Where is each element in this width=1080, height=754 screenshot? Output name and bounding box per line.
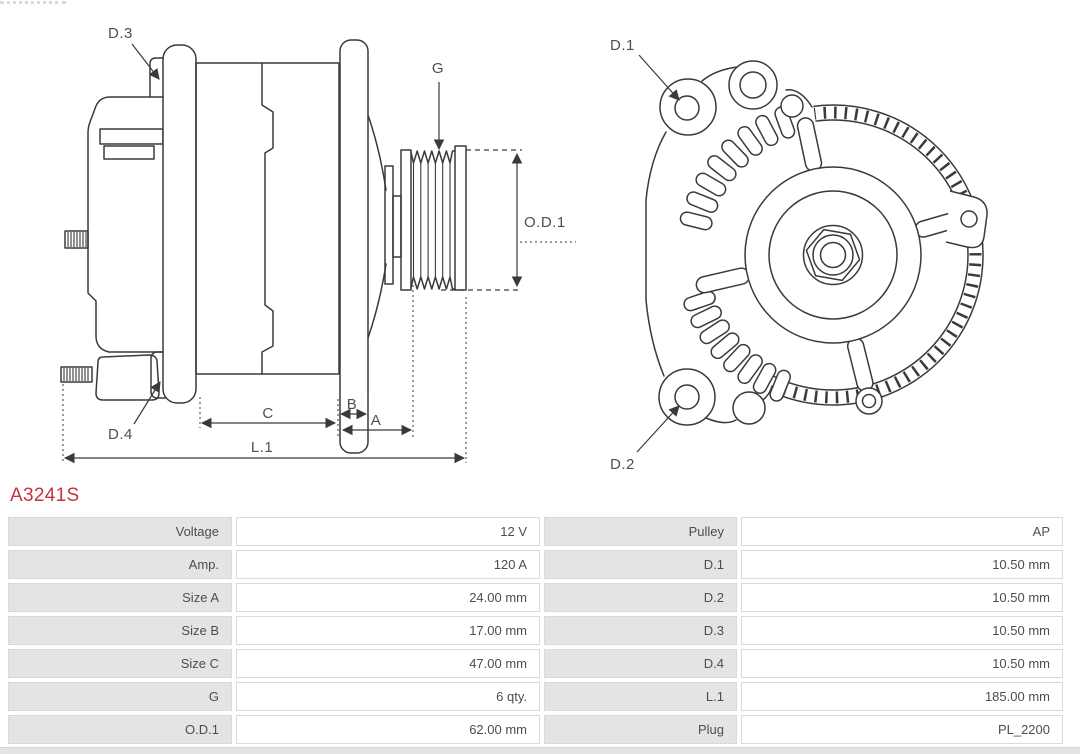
spec-value: 17.00 mm (236, 616, 540, 645)
small-boss (780, 94, 804, 118)
spec-value: PL_2200 (741, 715, 1063, 744)
table-row: Amp. 120 A D.1 10.50 mm (8, 550, 1063, 579)
dim-label-c: C (262, 405, 273, 422)
regulator-boot (95, 354, 160, 401)
hub-circle-inner (802, 224, 864, 286)
spec-value: 24.00 mm (236, 583, 540, 612)
spec-label: D.2 (544, 583, 737, 612)
spec-label: D.4 (544, 649, 737, 678)
extension-lines (62, 285, 467, 463)
dim-label-a: A (371, 412, 382, 429)
rear-housing-step (103, 145, 155, 160)
web-edge (785, 89, 813, 108)
d3-ear (149, 57, 164, 98)
shaft-hex-nut (805, 228, 861, 282)
fan-face (744, 166, 922, 344)
bottom-right-ear (855, 387, 883, 415)
pulley (400, 145, 467, 291)
table-row: G 6 qty. L.1 185.00 mm (8, 682, 1063, 711)
part-number: A3241S (10, 485, 80, 506)
stator-body (195, 62, 340, 375)
cropped-next-section (0, 747, 1080, 754)
web-edge (705, 417, 737, 424)
web-left-edge (645, 131, 667, 377)
d1-leader-arrow (638, 54, 680, 101)
hub-circle (768, 190, 898, 320)
spec-value: 120 A (236, 550, 540, 579)
mounting-hole-d1 (674, 95, 700, 121)
web-edge (701, 66, 738, 82)
front-flange (339, 39, 369, 454)
terminal-stud-b (60, 366, 93, 383)
rear-view-drawing: D.1 D.2 (610, 37, 988, 473)
spec-label: O.D.1 (8, 715, 232, 744)
spec-value: 10.50 mm (741, 616, 1063, 645)
spec-label: Size C (8, 649, 232, 678)
spec-label: D.1 (544, 550, 737, 579)
bracket-web (632, 54, 833, 430)
shaft-spacer (392, 195, 402, 258)
side-view-drawing: G O.D.1 D.3 D.4 C B A L.1 (60, 25, 576, 464)
spec-table: Voltage 12 V Pulley AP Amp. 120 A D.1 10… (8, 517, 1063, 748)
shaft-washer (812, 234, 854, 276)
spec-value: 10.50 mm (741, 649, 1063, 678)
table-row: Voltage 12 V Pulley AP (8, 517, 1063, 546)
nose-cone (367, 263, 387, 339)
spec-label: Size A (8, 583, 232, 612)
spec-label: Amp. (8, 550, 232, 579)
spec-value: 62.00 mm (236, 715, 540, 744)
d4-leader-arrow (133, 381, 161, 425)
terminal-stud (64, 230, 89, 249)
spec-label: Size B (8, 616, 232, 645)
spec-label: Plug (544, 715, 737, 744)
spec-label: L.1 (544, 682, 737, 711)
table-row: Size A 24.00 mm D.2 10.50 mm (8, 583, 1063, 612)
right-ear-hole (960, 210, 978, 228)
dim-label-od1: O.D.1 (524, 214, 566, 231)
vent-slots-upper (679, 106, 796, 231)
spec-value: 47.00 mm (236, 649, 540, 678)
spec-value: 12 V (236, 517, 540, 546)
spec-value: 185.00 mm (741, 682, 1063, 711)
table-row: Size C 47.00 mm D.4 10.50 mm (8, 649, 1063, 678)
spec-value: AP (741, 517, 1063, 546)
table-row: O.D.1 62.00 mm Plug PL_2200 (8, 715, 1063, 744)
top-hole (739, 71, 767, 99)
rear-housing-step (99, 128, 164, 145)
body-seam (261, 62, 274, 375)
mounting-hole-d2 (674, 384, 700, 410)
spec-label: G (8, 682, 232, 711)
vent-slots-lower (683, 290, 792, 402)
dim-label-b: B (347, 396, 358, 413)
spec-label: Pulley (544, 517, 737, 546)
mounting-ear-d2 (658, 368, 716, 426)
rear-housing-outline (87, 96, 164, 353)
dim-label-g: G (432, 60, 444, 77)
dim-label-d4: D.4 (108, 426, 133, 443)
dim-label-l1: L.1 (251, 439, 273, 456)
nose-cone (367, 114, 387, 191)
spec-label: D.3 (544, 616, 737, 645)
spec-value: 10.50 mm (741, 550, 1063, 579)
shaft-thread (819, 241, 847, 269)
cropped-artifact (0, 1, 66, 4)
spec-label: Voltage (8, 517, 232, 546)
d3-leader-arrow (131, 43, 160, 80)
right-ear (945, 190, 988, 249)
web-edge (762, 385, 773, 401)
dim-label-d2: D.2 (610, 456, 635, 473)
top-lobe (728, 60, 778, 110)
bottom-lobe-hole (732, 391, 766, 425)
d2-leader-arrow (636, 405, 680, 453)
table-row: Size B 17.00 mm D.3 10.50 mm (8, 616, 1063, 645)
spec-value: 10.50 mm (741, 583, 1063, 612)
rear-flange (162, 44, 197, 404)
bottom-right-hole (861, 393, 877, 409)
dim-label-d3: D.3 (108, 25, 133, 42)
dim-label-d1: D.1 (610, 37, 635, 54)
alternator-technical-drawing: G O.D.1 D.3 D.4 C B A L.1 (60, 25, 988, 473)
spec-value: 6 qty. (236, 682, 540, 711)
